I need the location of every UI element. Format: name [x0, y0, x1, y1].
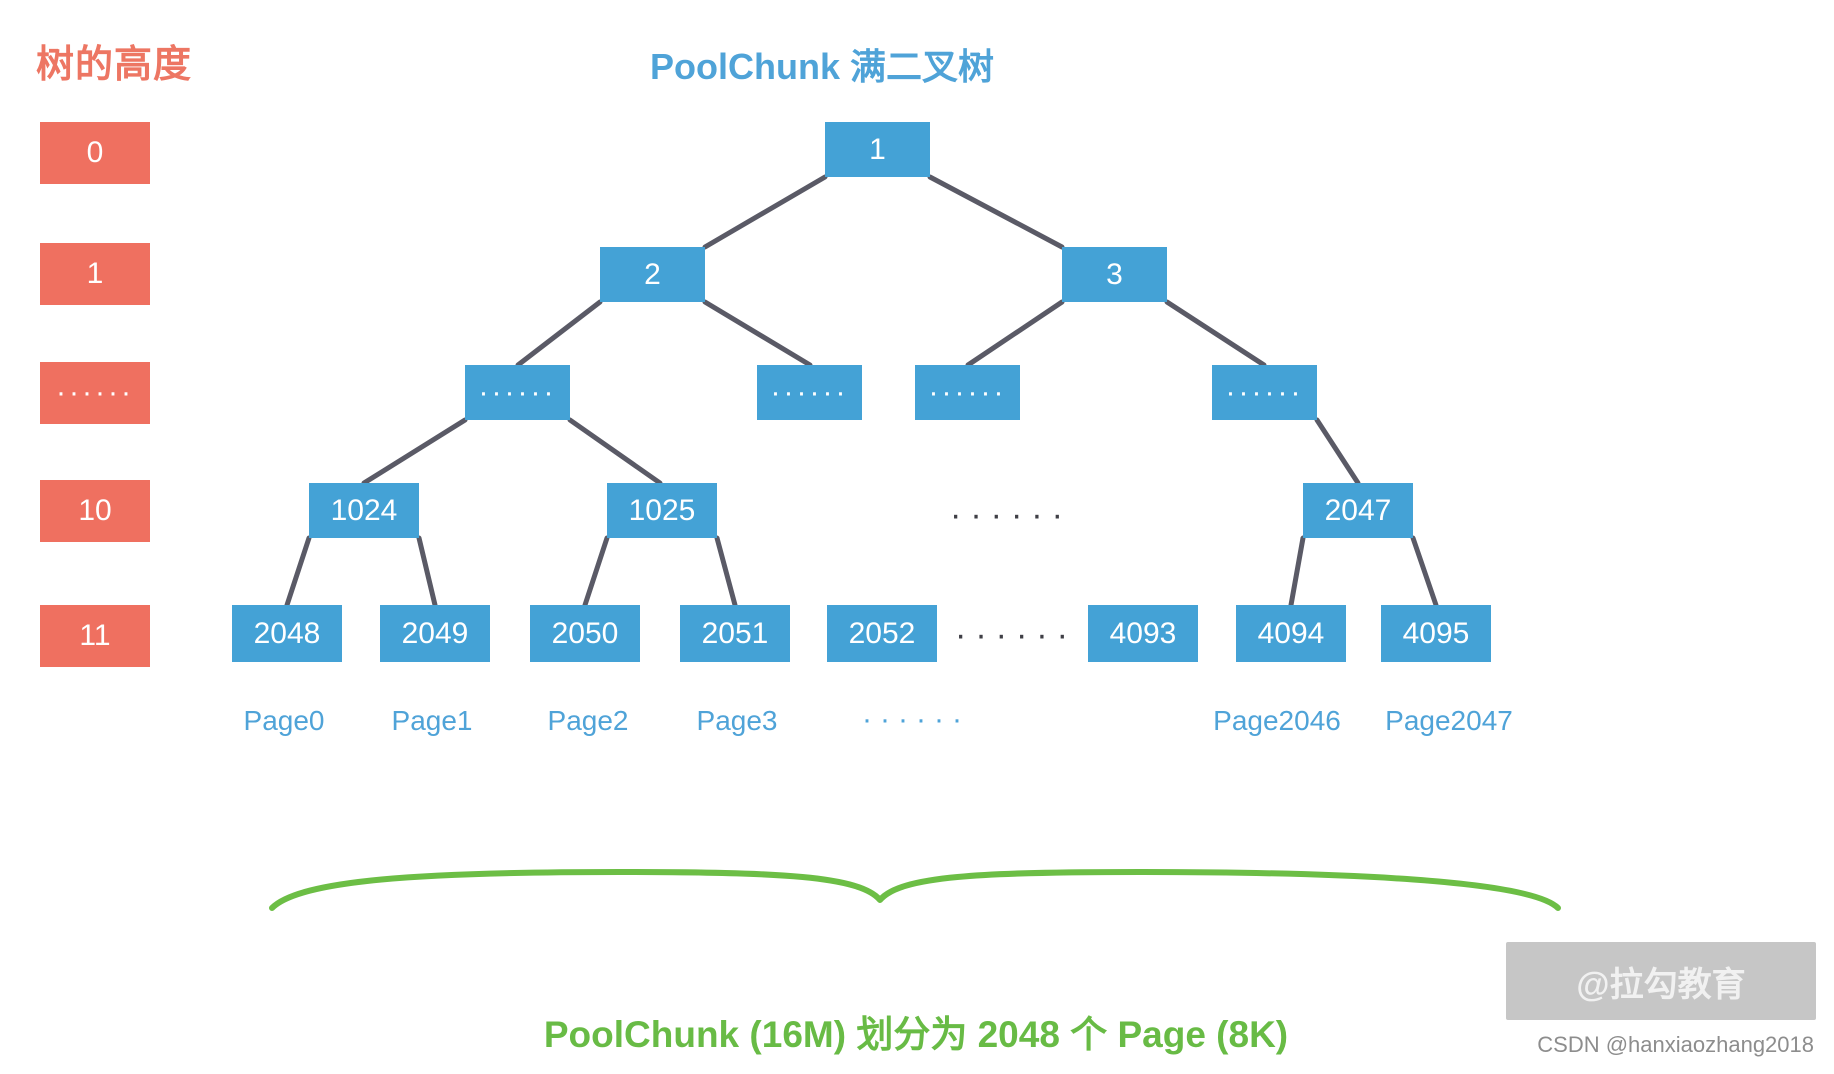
height-badge-0: 0	[40, 122, 150, 184]
height-badge-label: 11	[79, 619, 111, 652]
tree-node-ellipsis-3[interactable]: ······	[915, 365, 1020, 420]
level11-ellipsis-separator: ······	[955, 616, 1077, 654]
tree-node-ellipsis-1[interactable]: ······	[465, 365, 570, 420]
height-badge-10: 10	[40, 480, 150, 542]
height-badge-label: ······	[56, 376, 134, 409]
tree-node-3[interactable]: 3	[1062, 247, 1167, 302]
tree-node-2048[interactable]: 2048	[232, 605, 342, 662]
height-badge-label: 10	[78, 494, 112, 527]
tree-node-2050[interactable]: 2050	[530, 605, 640, 662]
height-badge-1: 1	[40, 243, 150, 305]
tree-node-1024[interactable]: 1024	[309, 483, 419, 538]
tree-node-2051[interactable]: 2051	[680, 605, 790, 662]
height-column-title: 树的高度	[36, 44, 193, 86]
height-badge-label: 1	[86, 257, 104, 290]
page-label-2046: Page2046	[1213, 705, 1341, 736]
page-label-2: Page2	[547, 705, 629, 736]
page-label-1: Page1	[391, 705, 473, 736]
height-badge-ellipsis: ······	[40, 362, 150, 424]
green-brace	[269, 869, 1561, 911]
height-badge-label: 0	[86, 136, 104, 169]
height-badge-11: 11	[40, 605, 150, 667]
tree-node-2[interactable]: 2	[600, 247, 705, 302]
tree-node-2049[interactable]: 2049	[380, 605, 490, 662]
page-label-2047: Page2047	[1385, 705, 1513, 736]
tree-node-2052[interactable]: 2052	[827, 605, 937, 662]
bottom-caption: PoolChunk (16M) 划分为 2048 个 Page (8K)	[543, 1014, 1289, 1055]
watermark-logo: @拉勾教育	[1506, 942, 1816, 1020]
tree-node-4095[interactable]: 4095	[1381, 605, 1491, 662]
tree-node-4093[interactable]: 4093	[1088, 605, 1198, 662]
tree-node-ellipsis-4[interactable]: ······	[1212, 365, 1317, 420]
tree-node-2047[interactable]: 2047	[1303, 483, 1413, 538]
tree-node-4094[interactable]: 4094	[1236, 605, 1346, 662]
watermark-credit: CSDN @hanxiaozhang2018	[1537, 1032, 1814, 1057]
page-label-3: Page3	[696, 705, 778, 736]
page-label-ellipsis: ······	[862, 703, 970, 736]
tree-node-ellipsis-2[interactable]: ······	[757, 365, 862, 420]
page-label-0: Page0	[243, 705, 325, 736]
level10-ellipsis-separator: ······	[950, 496, 1072, 534]
page-title: PoolChunk 满二叉树	[650, 46, 994, 87]
tree-node-1[interactable]: 1	[825, 122, 930, 177]
tree-node-1025[interactable]: 1025	[607, 483, 717, 538]
